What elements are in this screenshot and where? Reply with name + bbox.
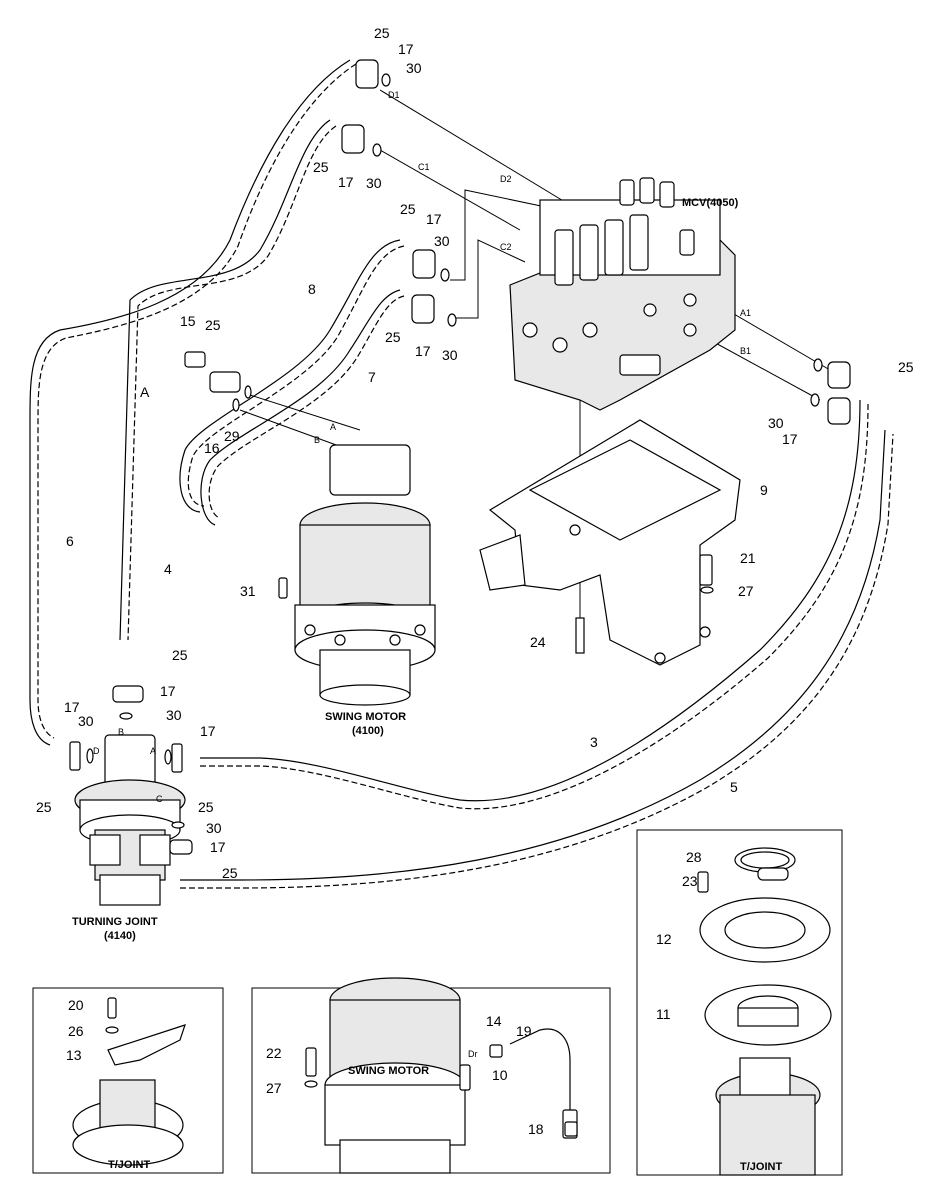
port-c2: C2	[500, 242, 512, 252]
swing-motor-caption: SWING MOTOR	[325, 711, 406, 723]
label-25: 25	[222, 865, 238, 881]
label-17: 17	[415, 343, 431, 359]
label-30: 30	[434, 233, 450, 249]
label-25: 25	[36, 799, 52, 815]
label-30: 30	[366, 175, 382, 191]
swing-motor	[294, 444, 436, 706]
label-25: 25	[374, 25, 390, 41]
label-30: 30	[78, 713, 94, 729]
label-30: 30	[406, 60, 422, 76]
inset-left-labels: 20 26 13	[66, 997, 84, 1063]
label-4: 4	[164, 561, 172, 577]
label-30: 30	[442, 347, 458, 363]
turning-joint-number: (4140)	[104, 930, 136, 942]
label-19: 19	[516, 1023, 532, 1039]
hose-5	[180, 429, 894, 889]
port-sm-b: B	[314, 435, 320, 445]
inset-swing-motor-drain	[251, 977, 611, 1174]
label-10: 10	[492, 1067, 508, 1083]
port-sm-a: A	[330, 422, 336, 432]
port-tj-b: B	[118, 727, 124, 737]
label-17: 17	[64, 699, 80, 715]
label-17: 17	[200, 723, 216, 739]
label-30: 30	[206, 820, 222, 836]
label-27: 27	[738, 583, 754, 599]
label-30: 30	[768, 415, 784, 431]
turning-joint-caption: TURNING JOINT	[72, 916, 158, 928]
inset-right-labels: 28 23 12 11	[656, 849, 702, 1022]
inset-tjoint-flange	[636, 829, 843, 1176]
label-11: 11	[656, 1006, 671, 1022]
inset-tjoint-left-caption: T/JOINT	[108, 1159, 150, 1171]
label-27: 27	[266, 1080, 282, 1096]
label-25: 25	[198, 799, 214, 815]
label-20: 20	[68, 997, 84, 1013]
label-23: 23	[682, 873, 698, 889]
port-tj-d: D	[93, 746, 100, 756]
label-14: 14	[486, 1013, 502, 1029]
label-26: 26	[68, 1023, 84, 1039]
main-control-valve	[509, 177, 736, 411]
label-5: 5	[730, 779, 738, 795]
hose-8	[179, 239, 405, 513]
label-28: 28	[686, 849, 702, 865]
label-31: 31	[240, 583, 256, 599]
mounting-bracket	[479, 419, 741, 666]
label-16: 16	[204, 440, 220, 456]
label-24: 24	[530, 634, 546, 650]
part-labels: 25 17 30 D1 25 17 30 C1 D2 C2 25 17 30 2…	[36, 25, 914, 881]
turning-joint	[74, 734, 186, 906]
label-15: 15	[180, 313, 196, 329]
label-9: 9	[760, 482, 768, 498]
label-25: 25	[172, 647, 188, 663]
inset-swing-motor-caption: SWING MOTOR	[348, 1065, 429, 1077]
label-17: 17	[210, 839, 226, 855]
label-17: 17	[160, 683, 176, 699]
hose-3	[200, 399, 869, 810]
port-d1: D1	[388, 90, 400, 100]
label-25: 25	[205, 317, 221, 333]
label-7: 7	[368, 369, 376, 385]
port-b1: B1	[740, 346, 751, 356]
label-18: 18	[528, 1121, 544, 1137]
label-25: 25	[400, 201, 416, 217]
label-8: 8	[308, 281, 316, 297]
hose-6	[29, 59, 357, 746]
port-tj-c: C	[156, 794, 163, 804]
mcv-caption: MCV(4050)	[682, 197, 739, 209]
label-3: 3	[590, 734, 598, 750]
label-13: 13	[66, 1047, 82, 1063]
label-25: 25	[385, 329, 401, 345]
label-12: 12	[656, 931, 672, 947]
label-30: 30	[166, 707, 182, 723]
flange-parts	[69, 59, 851, 855]
label-17: 17	[398, 41, 414, 57]
port-dr: Dr	[468, 1049, 478, 1059]
hose-4	[119, 119, 337, 641]
label-29: 29	[224, 428, 240, 444]
inset-middle-labels: 22 27 14 19 Dr 10 18	[266, 1013, 544, 1137]
label-25: 25	[898, 359, 914, 375]
label-25: 25	[313, 159, 329, 175]
label-22: 22	[266, 1045, 282, 1061]
label-17: 17	[338, 174, 354, 190]
label-a: A	[140, 384, 150, 400]
label-6: 6	[66, 533, 74, 549]
pin-31	[278, 577, 288, 599]
inset-tjoint-bracket	[32, 987, 224, 1174]
inset-tjoint-right-caption: T/JOINT	[740, 1161, 782, 1173]
port-d2: D2	[500, 174, 512, 184]
port-c1: C1	[418, 162, 430, 172]
label-17: 17	[782, 431, 798, 447]
label-17: 17	[426, 211, 442, 227]
hose-7	[200, 289, 405, 526]
swing-motor-number: (4100)	[352, 725, 384, 737]
port-tj-a: A	[150, 746, 156, 756]
port-a1: A1	[740, 308, 751, 318]
label-21: 21	[740, 550, 756, 566]
